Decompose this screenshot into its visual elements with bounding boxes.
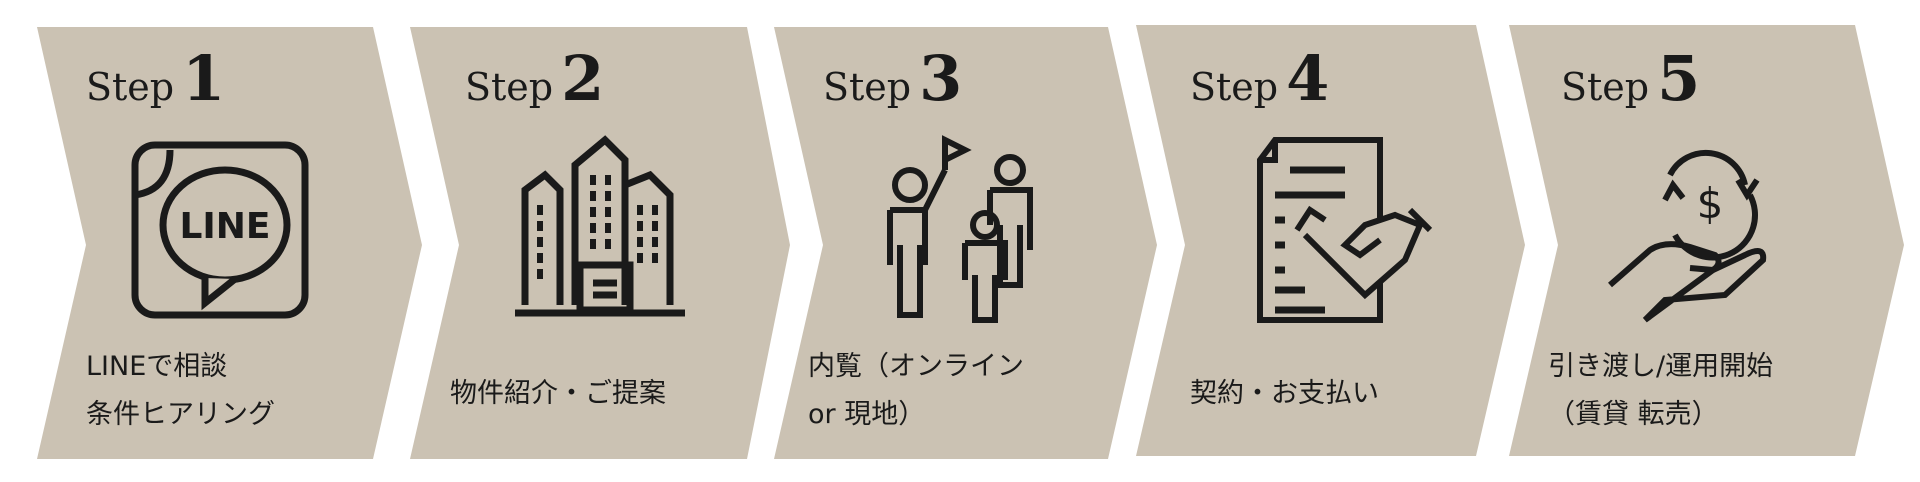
chevron-step-1 [37, 27, 422, 459]
step-number: 3 [919, 42, 963, 115]
step-word: Step [823, 65, 912, 109]
svg-text:$: $ [1697, 179, 1724, 228]
step-3-description: 内覧（オンライン or 現地） [808, 343, 1024, 439]
step-word: Step [465, 65, 554, 109]
desc-line: 条件ヒアリング [86, 399, 275, 430]
step-number: 5 [1657, 42, 1701, 115]
desc-line: 引き渡し/運用開始 [1548, 351, 1774, 382]
step-word: Step [86, 65, 175, 109]
line-chat-icon: LINE [131, 141, 309, 319]
step-5-description: 引き渡し/運用開始 （賃貸 転売） [1548, 343, 1773, 439]
contract-handshake-icon [1257, 137, 1433, 323]
step-word: Step [1190, 65, 1279, 109]
desc-line: 物件紹介・ご提案 [450, 378, 666, 409]
desc-line: 契約・お支払い [1190, 378, 1379, 409]
svg-text:LINE: LINE [179, 206, 270, 247]
desc-line: or 現地） [808, 399, 926, 430]
chevron-step-2 [410, 27, 790, 459]
desc-line: LINEで相談 [86, 351, 228, 382]
step-4-description: 契約・お支払い [1190, 370, 1379, 418]
step-number: 2 [561, 42, 605, 115]
step-number: 1 [182, 42, 226, 115]
step-word: Step [1561, 65, 1650, 109]
chevron-step-5 [1509, 25, 1904, 456]
step-2-description: 物件紹介・ご提案 [450, 370, 666, 418]
money-hand-icon: $ [1608, 149, 1767, 323]
step-1-description: LINEで相談条件ヒアリング [86, 343, 275, 439]
desc-line: （賃貸 転売） [1548, 399, 1719, 430]
desc-line: 内覧（オンライン [808, 351, 1024, 382]
buildings-icon [515, 135, 685, 317]
step-number: 4 [1286, 42, 1330, 115]
tour-group-icon [887, 135, 1033, 323]
